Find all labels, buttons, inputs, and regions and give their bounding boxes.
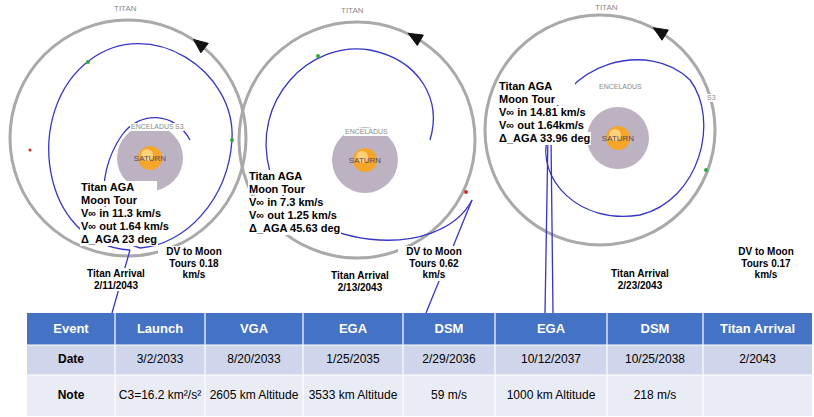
moon-name: ENCELADUS [344, 128, 389, 136]
table-cell: 1000 km Altitude [495, 375, 607, 416]
table-row [27, 345, 812, 375]
table-cell: 59 m/s [403, 375, 495, 416]
moon-markers [28, 54, 708, 194]
table-cell: Date [27, 345, 115, 375]
table-header-cell: VGA [205, 313, 303, 345]
tour-heading: Titan AGA Moon Tour [248, 170, 325, 195]
table-cell: 1/25/2035 [303, 345, 403, 375]
planet-disk: SATURN [331, 126, 399, 194]
table-cell: 3/2/2033 [115, 345, 205, 375]
tour-value: V∞ out 1.64km/s [498, 119, 585, 132]
tour-value: V∞ out 1.25 km/s [248, 209, 338, 222]
tour-heading: Titan AGA Moon Tour [80, 181, 157, 206]
dv-note: DV to Moon Tours 0.18 km/s [158, 246, 230, 281]
titan-orbit [239, 22, 475, 258]
moon-marker [28, 148, 31, 151]
results-table-ground [27, 313, 812, 416]
arrival-note: Titan Arrival 2/13/2043 [318, 270, 402, 293]
table-header-cell: DSM [403, 313, 495, 345]
planet-name: SATURN [116, 154, 184, 163]
dv-note: DV to Moon Tours 0.17 km/s [730, 246, 802, 281]
table-cell: 10/12/2037 [495, 345, 607, 375]
direction-arrow [653, 28, 668, 41]
table-cell: 2/2043 [703, 345, 812, 375]
table-cell: Note [27, 375, 115, 416]
moon-marker [464, 190, 468, 194]
arrival-note: Titan Arrival 2/23/2043 [598, 268, 682, 291]
marker-name: S3 [706, 94, 717, 102]
tour-value: V∞ in 7.3 km/s [248, 196, 325, 209]
moon-tour-path [49, 44, 232, 250]
table-header-cell: Titan Arrival [703, 313, 812, 345]
moon-name: TITAN [113, 4, 138, 13]
planet-name: SATURN [331, 156, 399, 165]
direction-arrow [194, 39, 209, 52]
trajectory [49, 44, 704, 313]
table-cell: 218 m/s [607, 375, 703, 416]
moon-name: ENCELADUS [598, 83, 643, 91]
tour-heading: Titan AGA Moon Tour [498, 80, 575, 105]
moon-name: TITAN [340, 6, 365, 15]
table-cell: C3=16.2 km²/s² [115, 375, 205, 416]
table-header-cell: EGA [303, 313, 403, 345]
tour-value: V∞ in 14.81 km/s [498, 106, 587, 119]
direction-arrow [408, 33, 423, 45]
titan-orbits [10, 15, 715, 258]
moon-name: TITAN [594, 3, 619, 12]
table-row [27, 375, 812, 416]
table-header-row [27, 313, 812, 345]
tour-value: V∞ out 1.64 km/s [80, 220, 170, 233]
tour-value: V∞ in 11.3 km/s [80, 207, 162, 220]
tour-value: Δ_AGA 45.63 deg [248, 222, 341, 235]
table-header-cell: Launch [115, 313, 205, 345]
table-header-cell: DSM [607, 313, 703, 345]
table-cell: 2/29/2036 [403, 345, 495, 375]
planet-name: SATURN [586, 134, 650, 143]
table-header-cell: Event [27, 313, 115, 345]
table-header-cell: EGA [495, 313, 607, 345]
dv-note: DV to Moon Tours 0.62 km/s [398, 246, 470, 281]
approach-path [551, 137, 553, 313]
titan-orbit [485, 15, 715, 245]
moon-marker [86, 60, 90, 64]
moon-name: ENCELADUS [130, 123, 175, 131]
titan-orbit [10, 20, 246, 256]
table-cell: 2605 km Altitude [205, 375, 303, 416]
arrival-note: Titan Arrival 2/11/2043 [74, 268, 158, 291]
table-cell: 8/20/2033 [205, 345, 303, 375]
moon-marker [316, 54, 320, 58]
moon-marker [230, 138, 234, 142]
tour-value: Δ_AGA 23 deg [80, 233, 158, 246]
planet-disk: SATURN [586, 106, 650, 170]
marker-name: S3 [174, 123, 185, 131]
moon-marker [704, 168, 708, 172]
table-cell: 3533 km Altitude [303, 375, 403, 416]
table-cell: 10/25/2038 [607, 345, 703, 375]
table-grid [27, 313, 812, 416]
tour-value: Δ_AGA 33.96 deg [498, 132, 591, 145]
